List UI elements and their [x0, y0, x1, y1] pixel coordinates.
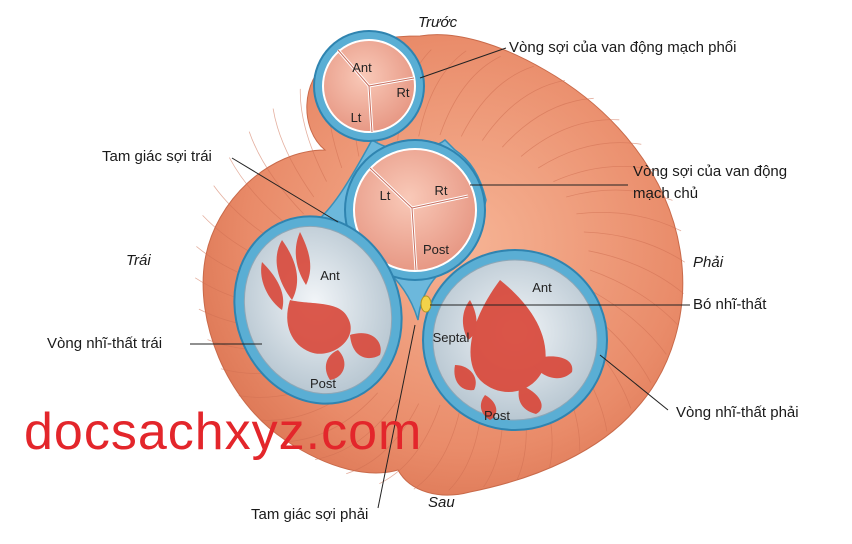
direction-right: Phải [693, 254, 724, 271]
label-aortic-ring-line1: Vòng sợi của van động [633, 163, 788, 180]
fiber-line [589, 269, 678, 325]
tricuspid-cusp-septal: Septal [433, 330, 470, 345]
direction-left: Trái [126, 252, 151, 269]
fiber-line [460, 65, 534, 137]
fiber-line [286, 392, 378, 443]
fiber-line [502, 97, 594, 148]
fiber-line [314, 399, 399, 460]
aortic-cusp-rt: Rt [435, 183, 448, 198]
watermark: docsachxyz.com [24, 403, 423, 461]
tricuspid-cusp-post: Post [484, 408, 510, 423]
fiber-line [583, 231, 686, 263]
fiber-line [418, 50, 467, 137]
tricuspid-valve: Ant Septal Post [422, 249, 608, 431]
label-pulmonary-ring: Vòng sợi của van động mạch phổi [509, 39, 737, 56]
fiber-line [588, 250, 684, 294]
aortic-valve: Lt Rt Post [344, 139, 486, 281]
fiber-line [576, 212, 682, 232]
mitral-valve: Ant Post [233, 215, 403, 405]
label-left-av-ring: Vòng nhĩ-thất trái [47, 335, 163, 352]
tricuspid-cusp-ant: Ant [532, 280, 552, 295]
fiber-line [413, 403, 462, 490]
fiber-line [346, 403, 420, 475]
av-bundle-marker [420, 295, 432, 313]
label-right-av-ring: Vòng nhĩ-thất phải [676, 404, 799, 421]
fiber-line [520, 119, 620, 157]
pulmonary-cusp-ant: Ant [352, 60, 372, 75]
fiber-line [379, 404, 441, 484]
direction-anterior: Trước [418, 14, 458, 31]
fiber-line [553, 165, 660, 182]
fiber-line [537, 142, 642, 169]
fiber-line [299, 88, 327, 182]
fiber-line [481, 80, 566, 141]
fiber-line [566, 189, 673, 201]
fiber-line [588, 288, 667, 355]
label-left-trigone: Tam giác sợi trái [102, 148, 212, 165]
mitral-cusp-ant: Ant [320, 268, 340, 283]
aortic-cusp-lt: Lt [380, 188, 391, 203]
label-right-trigone: Tam giác sợi phải [251, 506, 369, 523]
pulmonary-cusp-rt: Rt [397, 85, 410, 100]
mitral-cusp-post: Post [310, 376, 336, 391]
fiber-line [272, 108, 315, 198]
fiber-line [248, 131, 304, 215]
pulmonary-cusp-lt: Lt [351, 110, 362, 125]
leader-lines [190, 47, 690, 509]
fiber-line [439, 56, 501, 136]
aortic-cusp-post: Post [423, 242, 449, 257]
label-av-bundle: Bó nhĩ-thất [693, 296, 767, 313]
direction-posterior: Sau [428, 494, 455, 511]
label-aortic-ring-line2: mạch chủ [633, 185, 699, 202]
pulmonary-valve: Ant Rt Lt [313, 30, 425, 142]
